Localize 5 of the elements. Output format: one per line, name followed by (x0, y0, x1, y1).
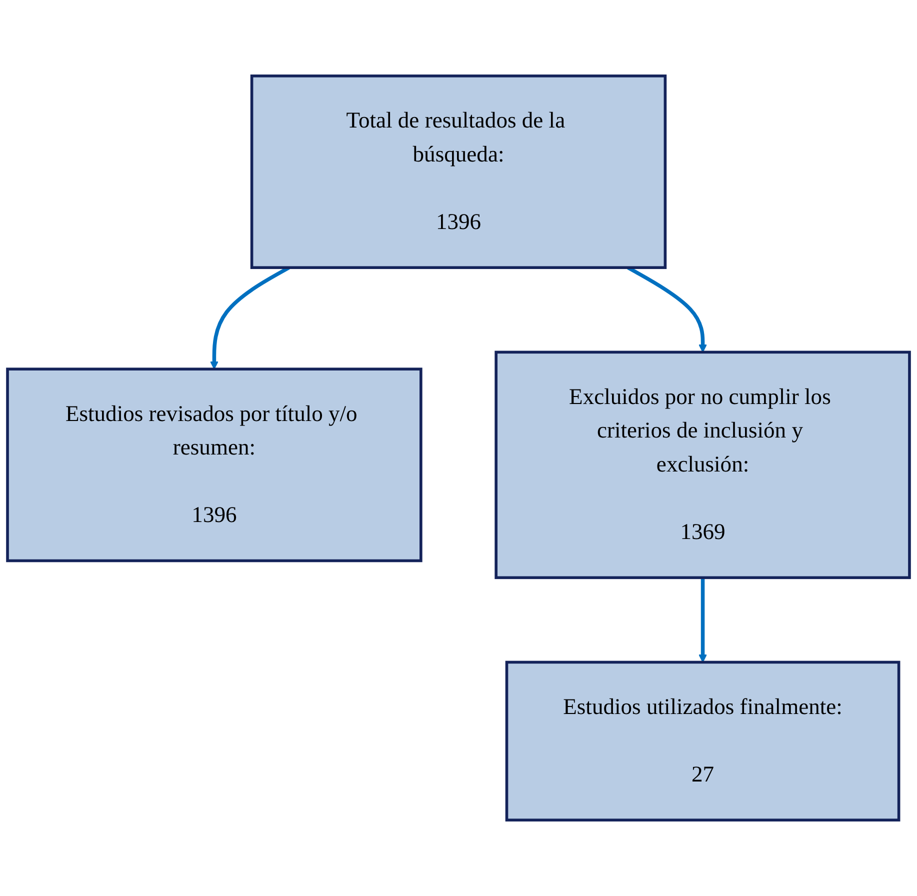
arrow (698, 578, 707, 663)
node-box: Estudios utilizados finalmente: 27 (505, 660, 900, 822)
node-box: Estudios revisados por título y/o resumen: 1396 (6, 368, 422, 562)
node-box: Total de resultados de la búsqueda: 1396 (250, 74, 667, 270)
node-box: Excluidos por no cumplir los criterios de inclusión y exclusión: 1369 (494, 350, 911, 580)
